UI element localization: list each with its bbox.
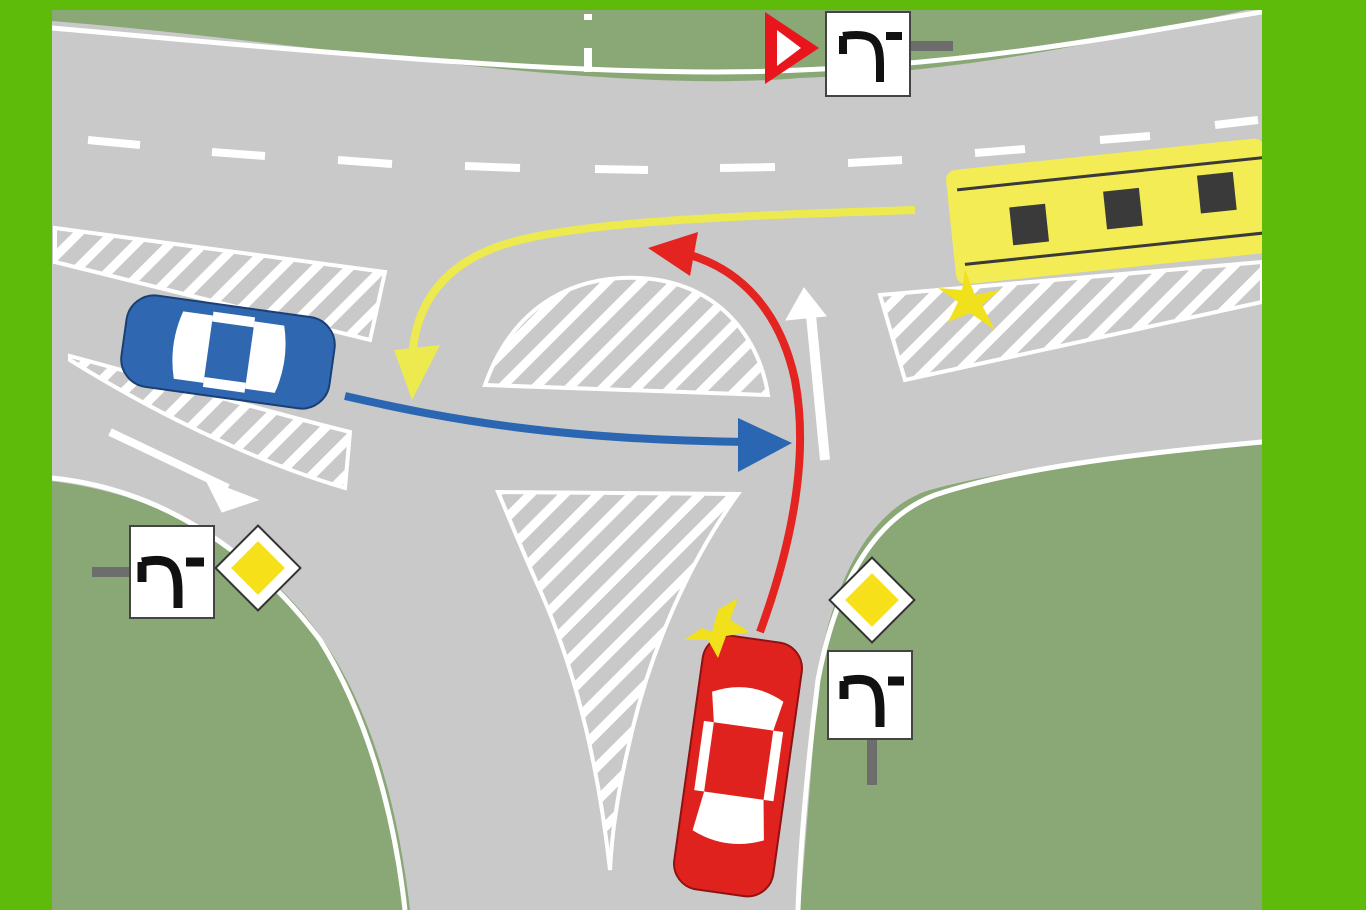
bus-turn-signal-star bbox=[938, 270, 1000, 330]
island-left-top bbox=[53, 225, 388, 343]
yield-sign bbox=[765, 12, 819, 84]
red-car bbox=[673, 634, 803, 898]
road-shape-plate-left bbox=[92, 525, 215, 619]
bus-window bbox=[1103, 187, 1143, 230]
bus-window bbox=[1009, 203, 1050, 246]
center-dashes bbox=[87, 14, 1259, 174]
lane-arrow-straight bbox=[785, 287, 830, 461]
yellow-bus-path-arrowhead bbox=[394, 345, 440, 400]
red-car-turn-signal-star bbox=[684, 598, 750, 658]
priority-road-sign-left bbox=[214, 524, 302, 612]
road-shape-plate-top bbox=[825, 11, 953, 97]
yellow-bus-path bbox=[407, 206, 916, 376]
diagram-panel bbox=[52, 10, 1262, 910]
lane-arrow-right bbox=[108, 428, 260, 513]
blue-car bbox=[120, 294, 336, 410]
island-south bbox=[494, 489, 742, 871]
road-edge-right bbox=[795, 439, 1262, 910]
red-car-path bbox=[688, 251, 805, 634]
island-right bbox=[877, 259, 1262, 383]
bus-window bbox=[1196, 171, 1237, 214]
priority-road-sign-right bbox=[828, 556, 916, 644]
road-edge-left bbox=[52, 475, 408, 910]
blue-car-path-arrowhead bbox=[738, 418, 792, 472]
blue-car-path bbox=[344, 392, 751, 446]
island-center bbox=[482, 275, 771, 398]
road-shape-plate-right bbox=[827, 650, 913, 785]
yellow-bus bbox=[946, 138, 1262, 285]
red-car-path-arrowhead bbox=[648, 232, 698, 276]
road-edge-top bbox=[52, 10, 1262, 75]
